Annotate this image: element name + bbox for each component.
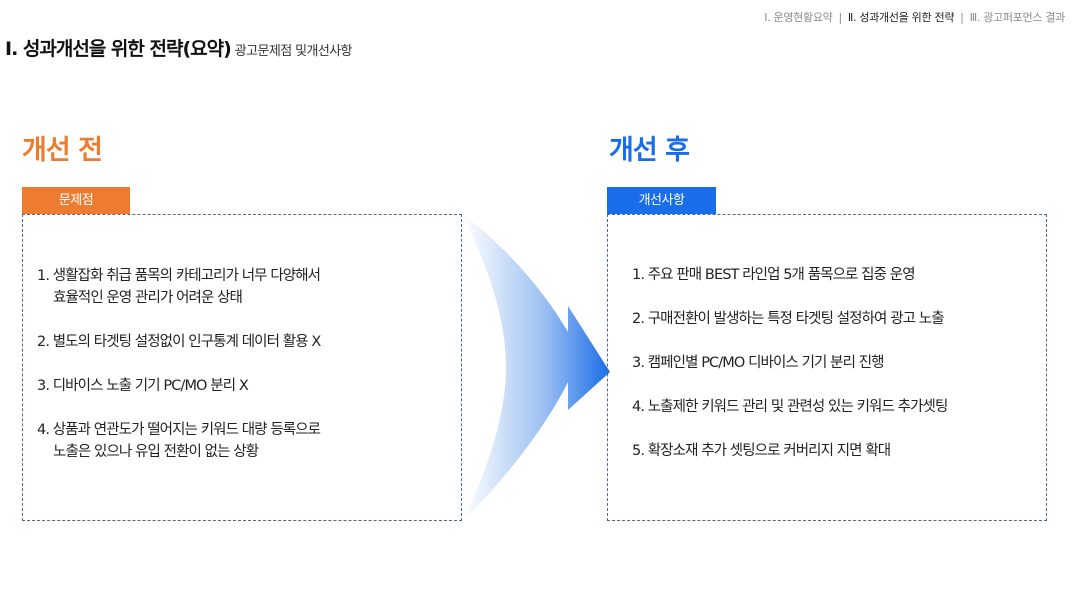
nav-item-strategy[interactable]: Ⅱ. 성과개선을 위한 전략 — [847, 11, 955, 24]
after-heading: 개선 후 — [609, 135, 690, 166]
nav-item-performance[interactable]: Ⅲ. 광고퍼포먼스 결과 — [969, 11, 1066, 24]
problems-box: 1. 생활잡화 취급 품목의 카테고리가 너무 다양해서 효율적인 운영 관리가… — [22, 214, 462, 521]
improvements-list: 1. 주요 판매 BEST 라인업 5개 품목으로 집중 운영 2. 구매전환이… — [632, 264, 1042, 484]
nav-separator: | — [960, 11, 964, 24]
list-item-line: 1. 생활잡화 취급 품목의 카테고리가 너무 다양해서 — [37, 268, 321, 284]
list-item: 4. 상품과 연관도가 떨어지는 키워드 대량 등록으로 노출은 있으나 유입 … — [37, 419, 457, 463]
list-item: 1. 생활잡화 취급 품목의 카테고리가 너무 다양해서 효율적인 운영 관리가… — [37, 265, 457, 309]
list-item: 1. 주요 판매 BEST 라인업 5개 품목으로 집중 운영 — [632, 264, 1042, 286]
list-item: 2. 구매전환이 발생하는 특정 타겟팅 설정하여 광고 노출 — [632, 308, 1042, 330]
page-title-main: Ⅰ. 성과개선을 위한 전략(요약) — [5, 38, 232, 60]
list-item-line: 노출은 있으나 유입 전환이 없는 상황 — [53, 444, 259, 460]
list-item-line: 3. 캠페인별 PC/MO 디바이스 기기 분리 진행 — [632, 355, 885, 371]
list-item-line: 4. 상품과 연관도가 떨어지는 키워드 대량 등록으로 — [37, 422, 321, 438]
before-heading: 개선 전 — [22, 135, 103, 166]
list-item-line: 2. 구매전환이 발생하는 특정 타겟팅 설정하여 광고 노출 — [632, 311, 945, 327]
list-item: 5. 확장소재 추가 셋팅으로 커버리지 지면 확대 — [632, 440, 1042, 462]
arrow-shape — [462, 214, 610, 522]
problems-tag: 문제점 — [22, 187, 130, 214]
page-title: Ⅰ. 성과개선을 위한 전략(요약)광고문제점 및개선사항 — [5, 34, 353, 61]
list-item: 3. 캠페인별 PC/MO 디바이스 기기 분리 진행 — [632, 352, 1042, 374]
list-item-line: 4. 노출제한 키워드 관리 및 관련성 있는 키워드 추가셋팅 — [632, 399, 948, 415]
problems-list: 1. 생활잡화 취급 품목의 카테고리가 너무 다양해서 효율적인 운영 관리가… — [37, 265, 457, 485]
improvements-box: 1. 주요 판매 BEST 라인업 5개 품목으로 집중 운영 2. 구매전환이… — [607, 214, 1047, 521]
list-item: 4. 노출제한 키워드 관리 및 관련성 있는 키워드 추가셋팅 — [632, 396, 1042, 418]
list-item-line: 3. 디바이스 노출 기기 PC/MO 분리 X — [37, 378, 249, 394]
page-title-sub: 광고문제점 및개선사항 — [234, 44, 353, 59]
transition-arrow-icon — [462, 214, 610, 522]
list-item-line: 1. 주요 판매 BEST 라인업 5개 품목으로 집중 운영 — [632, 267, 916, 283]
list-item-line: 5. 확장소재 추가 셋팅으로 커버리지 지면 확대 — [632, 443, 891, 459]
list-item: 3. 디바이스 노출 기기 PC/MO 분리 X — [37, 375, 457, 397]
top-navigation: Ⅰ. 운영현황요약 | Ⅱ. 성과개선을 위한 전략 | Ⅲ. 광고퍼포먼스 결과 — [764, 9, 1065, 25]
improvements-tag: 개선사항 — [607, 187, 716, 214]
list-item: 2. 별도의 타겟팅 설정없이 인구통계 데이터 활용 X — [37, 331, 457, 353]
list-item-line: 2. 별도의 타겟팅 설정없이 인구통계 데이터 활용 X — [37, 334, 321, 350]
nav-separator: | — [838, 11, 842, 24]
nav-item-overview[interactable]: Ⅰ. 운영현황요약 — [764, 11, 833, 24]
list-item-line: 효율적인 운영 관리가 어려운 상태 — [53, 290, 243, 306]
